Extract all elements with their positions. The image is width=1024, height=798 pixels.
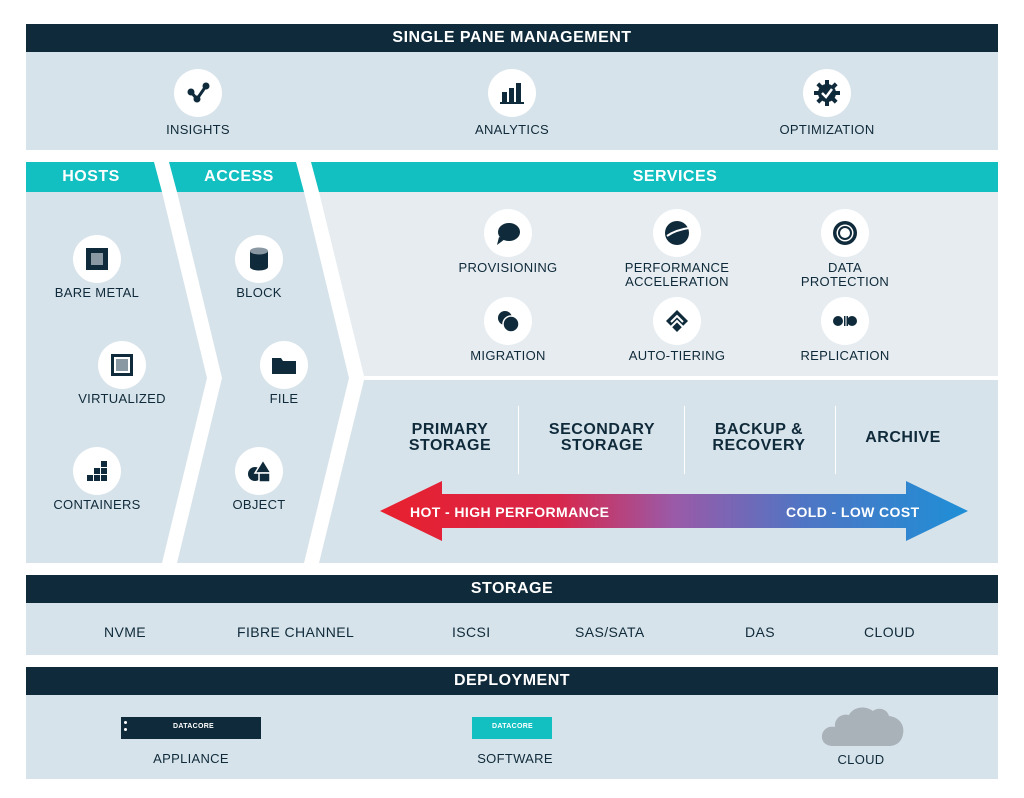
tier-primary-storage: PRIMARY STORAGE <box>390 422 510 454</box>
optimization-label: OPTIMIZATION <box>779 122 875 137</box>
data-protection-icon <box>821 209 869 257</box>
acceleration-label: ACCELERATION <box>625 274 729 289</box>
management-title: SINGLE PANE MANAGEMENT <box>392 29 632 46</box>
virtualized-label: VIRTUALIZED <box>78 391 166 406</box>
tier-archive-line1: ARCHIVE <box>865 429 941 446</box>
deployment-title: DEPLOYMENT <box>453 672 571 689</box>
virtualized-icon <box>98 341 146 389</box>
storage-sas-sata: SAS/SATA <box>575 624 645 640</box>
cloud-icon <box>821 707 904 746</box>
containers-label: CONTAINERS <box>53 497 141 512</box>
tier-primary-line2: STORAGE <box>408 437 492 454</box>
storage-nvme: NVME <box>104 624 147 640</box>
tier-secondary-line1: SECONDARY <box>548 421 656 438</box>
appliance-icon: DATACORE <box>121 717 261 739</box>
hosts-header: HOSTS <box>62 168 120 185</box>
migration-icon <box>484 297 532 345</box>
tier-backup-line2: RECOVERY <box>712 437 806 454</box>
storage-das: DAS <box>745 624 775 640</box>
file-folder-icon <box>260 341 308 389</box>
tier-divider-1 <box>518 406 519 474</box>
cloud-deploy-label: CLOUD <box>837 752 885 767</box>
appliance-brand-logo: DATACORE <box>173 723 215 730</box>
analytics-icon <box>488 69 536 117</box>
tier-backup-line1: BACKUP & <box>714 421 804 438</box>
provisioning-label: PROVISIONING <box>458 260 558 275</box>
tier-primary-line1: PRIMARY <box>411 421 489 438</box>
migration-label: MIGRATION <box>470 348 546 363</box>
object-icon <box>235 447 283 495</box>
services-header: SERVICES <box>632 168 718 185</box>
insights-label: INSIGHTS <box>166 122 230 137</box>
tier-secondary-storage: SECONDARY STORAGE <box>532 422 672 454</box>
tier-divider-3 <box>835 406 836 474</box>
object-label: OBJECT <box>232 497 286 512</box>
tier-archive: ARCHIVE <box>845 430 961 446</box>
appliance-label: APPLIANCE <box>153 751 229 766</box>
software-label: SOFTWARE <box>477 751 553 766</box>
access-header: ACCESS <box>204 168 274 185</box>
management-header: SINGLE PANE MANAGEMENT <box>26 24 998 52</box>
storage-fibre-channel: FIBRE CHANNEL <box>237 624 355 640</box>
protection-label: PROTECTION <box>800 274 890 289</box>
software-icon: DATACORE <box>472 717 552 739</box>
provisioning-icon <box>484 209 532 257</box>
storage-title: STORAGE <box>470 580 554 597</box>
optimization-icon <box>803 69 851 117</box>
auto-tiering-label: AUTO-TIERING <box>628 348 726 363</box>
deployment-header: DEPLOYMENT <box>26 667 998 695</box>
replication-icon <box>821 297 869 345</box>
tier-divider-2 <box>684 406 685 474</box>
hot-cold-arrow <box>380 481 968 541</box>
insights-icon <box>174 69 222 117</box>
storage-iscsi: ISCSI <box>452 624 491 640</box>
block-label: BLOCK <box>236 285 282 300</box>
data-label: DATA <box>828 260 862 275</box>
storage-header: STORAGE <box>26 575 998 603</box>
tier-secondary-line2: STORAGE <box>560 437 644 454</box>
hot-label: HOT - HIGH PERFORMANCE <box>410 504 610 520</box>
storage-panel <box>26 603 998 655</box>
performance-label: PERFORMANCE <box>624 260 730 275</box>
analytics-label: ANALYTICS <box>475 122 549 137</box>
storage-cloud: CLOUD <box>864 624 916 640</box>
bare-metal-label: BARE METAL <box>54 285 140 300</box>
containers-icon <box>73 447 121 495</box>
auto-tiering-icon <box>653 297 701 345</box>
file-label: FILE <box>269 391 299 406</box>
bare-metal-icon <box>73 235 121 283</box>
tier-backup-recovery: BACKUP & RECOVERY <box>694 422 824 454</box>
performance-acceleration-icon <box>653 209 701 257</box>
block-icon <box>235 235 283 283</box>
cold-label: COLD - LOW COST <box>786 504 920 520</box>
replication-label: REPLICATION <box>800 348 890 363</box>
software-brand-logo: DATACORE <box>492 723 534 730</box>
